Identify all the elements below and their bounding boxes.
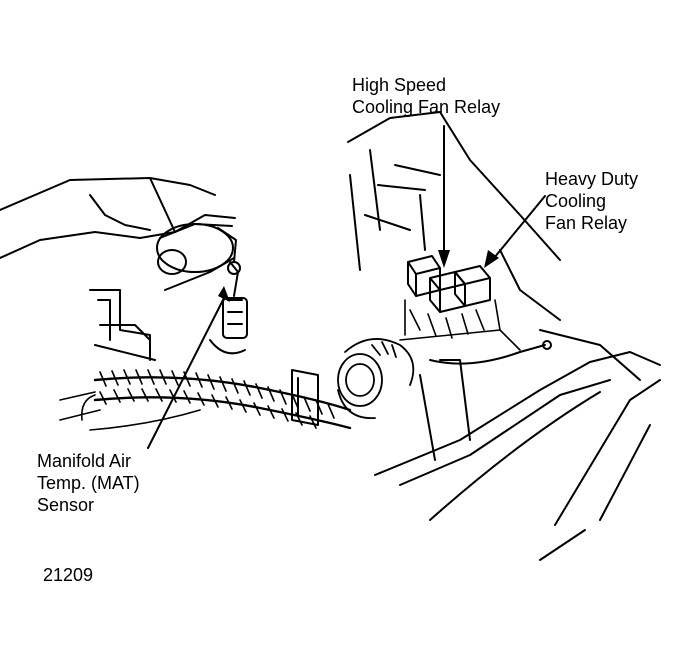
leader-lines <box>147 125 546 449</box>
arrowheads <box>218 250 499 302</box>
heavy-duty-line-2: Cooling <box>545 191 607 211</box>
radiator-support <box>347 111 641 381</box>
mat-sensor <box>209 261 248 355</box>
high-speed-line-2: Cooling Fan Relay <box>352 97 501 117</box>
mat-line-2: Temp. (MAT) <box>37 473 140 493</box>
high-speed-line-1: High Speed <box>352 75 447 95</box>
heavy-duty-leader <box>493 195 546 259</box>
radiator-shroud <box>374 351 661 561</box>
high-speed-relay-label: High Speed Cooling Fan Relay <box>352 74 500 118</box>
relay-connectors <box>399 299 521 351</box>
air-intake-hose <box>156 223 237 291</box>
mat-line-3: Sensor <box>37 495 95 515</box>
left-bracket <box>89 289 156 361</box>
mat-leader <box>147 297 225 449</box>
ground-wire <box>429 340 552 365</box>
high-speed-arrowhead <box>438 250 450 268</box>
heavy-duty-relay-label: Heavy Duty Cooling Fan Relay <box>545 168 638 234</box>
harness-coil <box>337 338 415 419</box>
heavy-duty-line-3: Fan Relay <box>545 213 628 233</box>
harness-bracket <box>291 369 319 426</box>
figure-number: 21209 <box>43 565 94 585</box>
relay-third <box>407 255 441 297</box>
mat-line-1: Manifold Air <box>37 451 132 471</box>
mat-sensor-label: Manifold Air Temp. (MAT) Sensor <box>37 450 140 516</box>
wiring-harness <box>59 369 352 431</box>
mat-arrowhead <box>218 286 230 302</box>
body-panel-left <box>0 177 236 259</box>
heavy-duty-line-1: Heavy Duty <box>545 169 639 189</box>
heavy-duty-arrowhead <box>484 250 499 268</box>
